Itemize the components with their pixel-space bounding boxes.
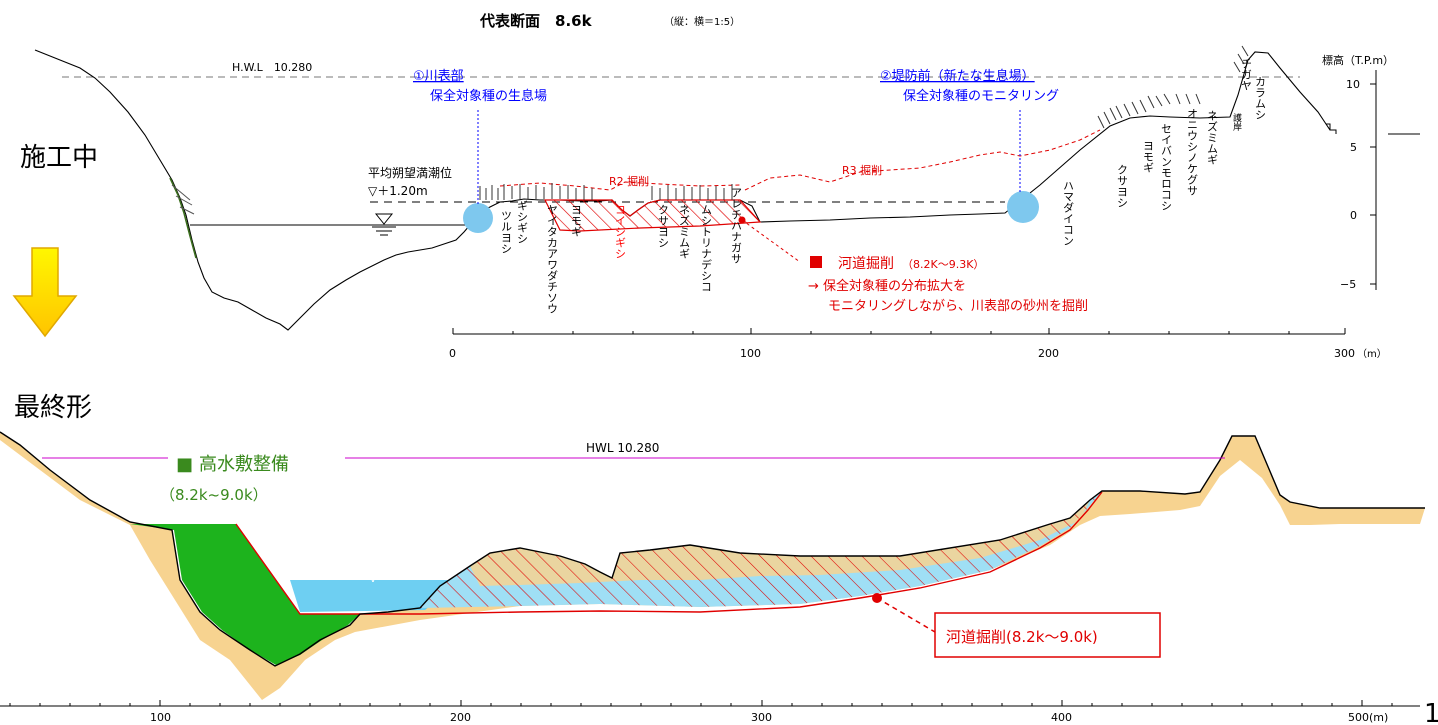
species-label: ムシトリナデシコ — [700, 204, 713, 292]
excavation-note-marker — [810, 256, 822, 268]
scale-note: （縦：横＝1:5） — [664, 15, 740, 28]
species-label: アレチハナガサ — [730, 187, 743, 264]
state-final: 最終形 — [14, 393, 92, 423]
water-level-icon — [372, 213, 396, 236]
upper-ground-profile — [34, 49, 1331, 331]
marker-levee-front — [1007, 191, 1039, 223]
page-number: 1 — [1424, 699, 1438, 725]
excavation-note-line1: → 保全対象種の分布拡大を — [808, 278, 966, 294]
r2-dashed-outline — [499, 181, 741, 191]
elevation-tick-5: 5 — [1350, 141, 1357, 154]
lower-excavation-leader — [876, 597, 936, 633]
upper-distance-tick-100: 100 — [740, 347, 761, 360]
species-label: ハマダイコン — [1062, 180, 1075, 246]
lower-distance-ticks — [9, 700, 1393, 706]
species-label: セイバンモロコシ — [1160, 123, 1173, 211]
excavation-box — [934, 612, 1161, 658]
mean-tide-value: ▽＋1.20m — [368, 184, 428, 198]
elevation-axis-title: 標高（T.P.m） — [1322, 53, 1394, 67]
levee-label: 護岸 — [1231, 112, 1242, 132]
species-label: ギシギシ — [516, 200, 529, 244]
species-label: ヤイタカアワダチソウ — [546, 204, 559, 314]
excavation-note-title: 河道掘削 — [838, 256, 894, 272]
species-label: カラムシ — [1254, 76, 1267, 120]
upper-distance-unit: （m） — [1357, 348, 1387, 360]
species-label: ツルヨシ — [500, 210, 513, 254]
levee-step — [1326, 123, 1337, 134]
elevation-axis-ticks — [1370, 83, 1376, 285]
marker-river-side — [463, 203, 493, 233]
excavation-box-label: 河道掘削(8.2k～9.0k) — [946, 628, 1098, 646]
excavation-note-line2: モニタリングしながら、川表部の砂州を掘削 — [828, 299, 1088, 314]
r3-label: R3 掘削 — [842, 163, 882, 177]
excavation-hatch — [420, 491, 1102, 608]
r3-dashed-outline — [744, 129, 1101, 191]
lower-distance-tick-500: 500(m) — [1348, 711, 1388, 724]
small-v-mark: v — [370, 574, 376, 585]
high-water-bed-title-line: ■ 高水敷整備 — [176, 454, 289, 475]
species-label: チガヤ — [1240, 58, 1253, 91]
r2-label: R2 掘削 — [609, 174, 649, 188]
lower-cross-section: HWL 10.280 v ■ 高水敷整備 （8.2k~9.0k） 河道掘削(8.2… — [0, 431, 1438, 725]
lower-distance-tick-300: 300 — [751, 711, 772, 724]
elevation-tick-10: 10 — [1346, 78, 1360, 91]
down-arrow-icon — [12, 247, 78, 338]
species-label: クサヨシ — [657, 204, 670, 248]
lower-hwl-label: HWL 10.280 — [586, 441, 659, 455]
species-label: クサヨシ — [1116, 164, 1129, 208]
species-label: ネズミムギ — [1206, 110, 1219, 165]
upper-cross-section: H.W.L 10.280 平均朔望満潮位 ▽＋1.20m — [34, 45, 1420, 360]
upper-distance-tick-200: 200 — [1038, 347, 1059, 360]
callout-river-side-title: ①川表部 — [413, 69, 464, 84]
lower-distance-tick-100: 100 — [150, 711, 171, 724]
high-water-bed-range: （8.2k~9.0k） — [160, 486, 268, 504]
callout-river-side-body: 保全対象種の生息場 — [430, 88, 547, 104]
species-label: ネズミムギ — [678, 204, 691, 259]
left-bank-slope — [171, 184, 195, 215]
callout-levee-front-title: ②堤防前（新たな生息場） — [880, 68, 1035, 84]
excavation-note-title-line: 河道掘削 （8.2K～9.3K） — [838, 256, 984, 272]
state-under-construction: 施工中 — [20, 143, 98, 173]
excavation-note-range: （8.2K～9.3K） — [902, 258, 984, 271]
vegetation-marks — [479, 45, 1249, 200]
species-label: ヨモギ — [570, 204, 583, 237]
callout-levee-front-body: 保全対象種のモニタリング — [903, 88, 1059, 104]
left-bank-green — [169, 177, 197, 259]
green-fill — [130, 524, 360, 665]
excavation-leader — [741, 219, 801, 263]
high-water-bed-marker: ■ — [176, 454, 193, 475]
species-label: コイシギシ — [614, 204, 627, 259]
upper-hwl-label: H.W.L 10.280 — [232, 61, 312, 74]
figure-title: 代表断面 8.6k — [479, 12, 593, 30]
high-water-bed-title: 高水敷整備 — [199, 454, 289, 475]
lower-distance-tick-400: 400 — [1051, 711, 1072, 724]
lower-distance-tick-200: 200 — [450, 711, 471, 724]
elevation-tick-0: 0 — [1350, 209, 1357, 222]
species-labels: ツルヨシギシギシヤイタカアワダチソウヨモギコイシギシクサヨシネズミムギムシトリナ… — [500, 58, 1267, 314]
lower-ground-outline — [0, 431, 1425, 667]
upper-distance-tick-0: 0 — [449, 347, 456, 360]
species-label: ヨモギ — [1142, 140, 1155, 173]
excavation-bottom-line — [235, 491, 1103, 615]
species-label: オニウシノケグサ — [1186, 108, 1199, 196]
elevation-tick-neg5: −5 — [1340, 278, 1356, 291]
upper-distance-tick-300: 300 — [1334, 347, 1355, 360]
upper-distance-ticks — [452, 328, 1346, 334]
mean-tide-label: 平均朔望満潮位 — [368, 165, 452, 180]
